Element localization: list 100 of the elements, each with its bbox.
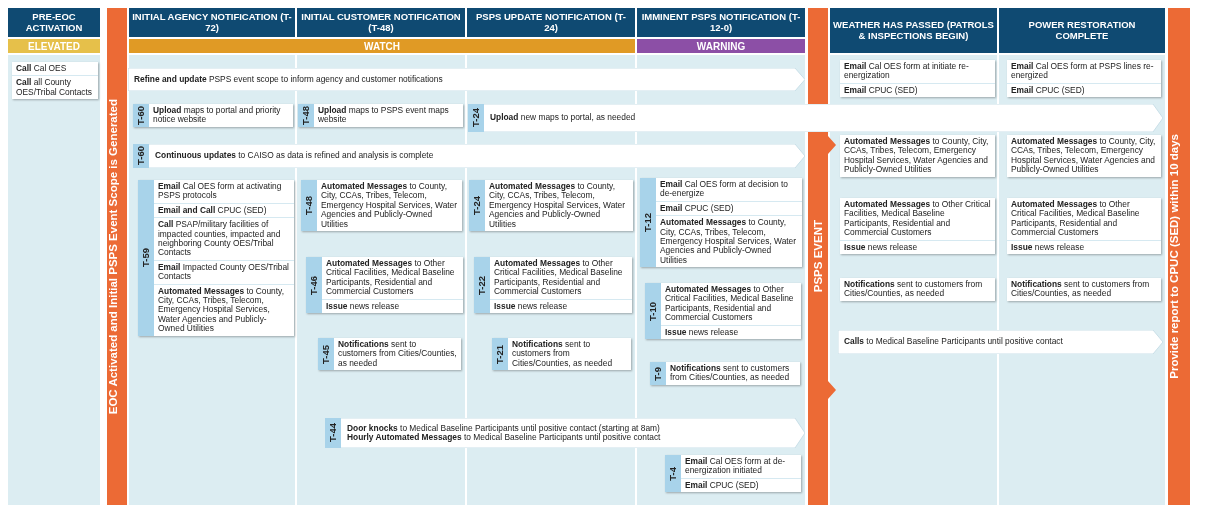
task-card [640, 178, 802, 268]
timeline-bar [107, 8, 127, 505]
task-text: Automated Messages to County, City, CCAs, Tribes, Telecom, Emergency Hospital Services, Water Agencies and Publicly-Owned Utilities [154, 283, 294, 336]
task-text: Notifications sent to customers from Cities/Counties, as needed [1010, 278, 1151, 301]
bar-label: Provide report to CPUC (SED) within 10 days [1168, 134, 1181, 379]
task-text: Email Cal OES form at initiate re-energization [843, 60, 970, 83]
task-text: Notifications sent to customers from Cities/Counties, as needed [843, 278, 984, 301]
task-text: Call all County OES/Tribal Contacts [12, 75, 98, 100]
task-text: Email Cal OES form at activating PSPS protocols [157, 180, 283, 203]
time-label: T-12 [642, 213, 654, 233]
task-text: Email Cal OES form at decision to de-energize [659, 178, 790, 201]
alert-level-band [8, 39, 100, 53]
task-text: Automated Messages to Other Critical Facilities, Medical Baseline Participants, Residential and Commercial Customers [1010, 198, 1141, 240]
header-text: INITIAL AGENCY NOTIFICATION (T-72) [132, 11, 292, 34]
alert-level-text: WARNING [696, 40, 746, 52]
task-text: Email Cal OES form at PSPS lines re-energized [1010, 60, 1155, 83]
time-label: T-60 [135, 105, 147, 125]
task-text: Issue news release [661, 324, 801, 340]
task-text: Email Impacted County OES/Tribal Contacts [154, 259, 294, 284]
task-text: Issue news release [490, 298, 632, 314]
task-card [840, 60, 995, 98]
task-card [474, 257, 632, 314]
alert-level-text: ELEVATED [28, 40, 80, 52]
time-label: T-46 [308, 275, 320, 295]
task-text: Call Cal OES [15, 62, 68, 75]
task-text: Automated Messages to Other Critical Facilities, Medical Baseline Participants, Residential and Commercial Customers [664, 283, 795, 325]
task-card [492, 338, 631, 371]
task-card [12, 62, 98, 100]
task-card [650, 362, 800, 385]
phase-header [999, 8, 1165, 53]
task-text: Automated Messages to County, City, CCAs, Tribes, Telecom, Emergency Hospital Services, Water Agencies and Publicly-Owned Utilities [656, 215, 802, 268]
arrow-banner [133, 144, 805, 168]
task-text: Calls to Medical Baseline Participants until positive contact [843, 337, 1064, 347]
task-text: Issue news release [322, 298, 463, 314]
task-card [1007, 60, 1161, 98]
task-text: Notifications sent to customers from Cities/Counties, as needed [669, 362, 791, 385]
time-label: T-4 [667, 466, 679, 481]
arrow-banner [128, 68, 805, 91]
bar-label: PSPS EVENT [812, 220, 825, 293]
task-text: Notifications sent to customers from Cities/Counties, as needed [511, 338, 614, 370]
arrow-banner [468, 104, 1163, 132]
phase-header [830, 8, 997, 53]
phase-header [8, 8, 100, 37]
time-label: T-44 [327, 423, 339, 443]
time-label: T-9 [652, 366, 664, 381]
task-card [318, 338, 461, 371]
task-card [138, 180, 294, 336]
task-card [665, 455, 801, 493]
task-text: Issue news release [1007, 239, 1161, 255]
header-text: INITIAL CUSTOMER NOTIFICATION (T-48) [300, 11, 462, 34]
task-text: Automated Messages to County, City, CCAs, Tribes, Telecom, Emergency Hospital Services, Water Agencies and Publicly-Owned Utilities [843, 135, 990, 177]
time-label: T-60 [135, 146, 147, 166]
header-text: PRE-EOC ACTIVATION [24, 11, 84, 34]
header-text: IMMINENT PSPS NOTIFICATION (T-12-0) [640, 11, 802, 34]
phase-header [467, 8, 635, 37]
task-text: Automated Messages to County, City, CCAs, Tribes, Telecom, Emergency Hospital Services, Water Agencies and Publicly-Owned Utilities [488, 180, 627, 231]
task-card [469, 180, 633, 232]
time-label: T-24 [471, 196, 483, 215]
header-text: PSPS UPDATE NOTIFICATION (T-24) [474, 11, 628, 34]
time-label: T-21 [494, 344, 506, 364]
task-text: Upload new maps to portal, as needed [489, 113, 637, 123]
alert-level-band [637, 39, 805, 53]
task-text: Email CPUC (SED) [656, 200, 802, 216]
task-card [840, 198, 995, 255]
time-label: T-45 [320, 344, 332, 364]
alert-level-text: WATCH [364, 40, 400, 52]
task-text: Automated Messages to Other Critical Facilities, Medical Baseline Participants, Residential and Commercial Customers [843, 198, 992, 240]
task-card [645, 283, 801, 340]
time-label: T-10 [647, 301, 659, 321]
time-label: T-48 [303, 196, 315, 215]
task-card [298, 104, 463, 127]
task-text: Notifications sent to customers from Cities/Counties, as needed [337, 338, 458, 370]
task-card [301, 180, 462, 232]
task-text: Email CPUC (SED) [681, 477, 801, 493]
task-text: Email CPUC (SED) [1007, 82, 1161, 98]
task-text: Automated Messages to Other Critical Facilities, Medical Baseline Participants, Residential and Commercial Customers [493, 257, 624, 299]
task-text: Hourly Automated Messages to Medical Baseline Participants until positive contact [346, 433, 662, 443]
task-card [133, 104, 293, 127]
time-label: T-24 [470, 108, 482, 128]
arrow-banner [838, 330, 1163, 354]
task-text: Continuous updates to CAISO as data is refined and analysis is complete [154, 151, 435, 161]
task-text: Automated Messages to Other Critical Facilities, Medical Baseline Participants, Residential and Commercial Customers [325, 257, 456, 299]
task-text: Refine and update PSPS event scope to inform agency and customer notifications [133, 74, 444, 85]
task-card [306, 257, 463, 314]
arrow-banner [325, 418, 805, 448]
alert-level-band [129, 39, 635, 53]
task-text: Upload maps to portal and priority notice website [152, 104, 282, 127]
task-text: Automated Messages to County, City, CCAs, Tribes, Telecom, Emergency Hospital Services, Water Agencies and Publicly-Owned Utilities [1010, 135, 1157, 177]
bar-label: EOC Activated and Initial PSPS Event Scope is Generated [107, 98, 120, 415]
task-text: Email and Call CPUC (SED) [154, 202, 294, 218]
task-text: Email Cal OES form at de-energization initiated [684, 455, 787, 478]
task-text: Automated Messages to County, City, CCAs, Tribes, Telecom, Emergency Hospital Services, Water Agencies and Publicly-Owned Utilities [320, 180, 459, 231]
header-text: WEATHER HAS PASSED (PATROLS & INSPECTIONS BEGIN) [833, 19, 994, 42]
task-text: Upload maps to PSPS event maps website [317, 104, 450, 127]
time-label: T-48 [300, 105, 312, 125]
timeline-bar [1168, 8, 1190, 505]
task-text: Call PSAP/military facilities of impacted counties, impacted and neighboring County OES/Tribal Contacts [154, 217, 294, 260]
time-label: T-22 [476, 275, 488, 295]
task-text: Door knocks to Medical Baseline Participants until positive contact (starting at 8am) [346, 423, 661, 433]
task-card [1007, 198, 1161, 255]
